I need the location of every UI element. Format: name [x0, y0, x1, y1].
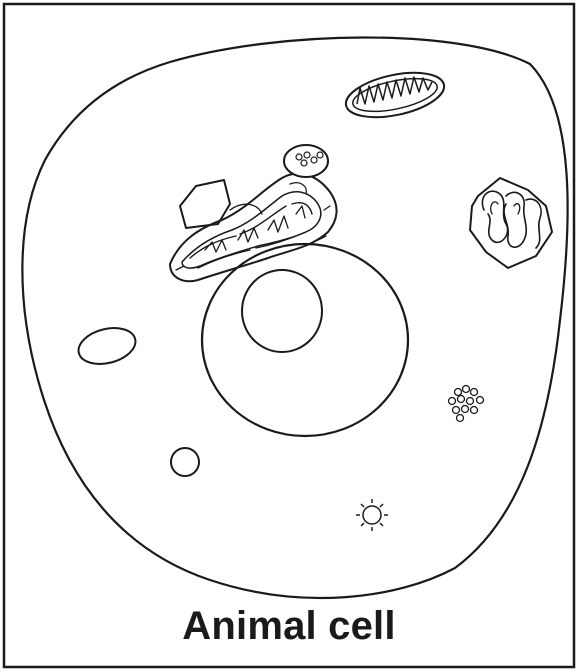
- nucleus: [202, 244, 408, 436]
- ribosomes: [449, 386, 484, 422]
- cell-membrane: [22, 38, 567, 598]
- vesicle: [171, 448, 199, 476]
- nucleolus: [242, 270, 322, 352]
- vacuole: [75, 322, 140, 369]
- diagram-caption: Animal cell: [0, 604, 578, 649]
- lysosome: [284, 145, 328, 177]
- centriole: [356, 499, 388, 531]
- mitochondrion: [342, 65, 448, 125]
- rough-er-stack: [470, 178, 552, 268]
